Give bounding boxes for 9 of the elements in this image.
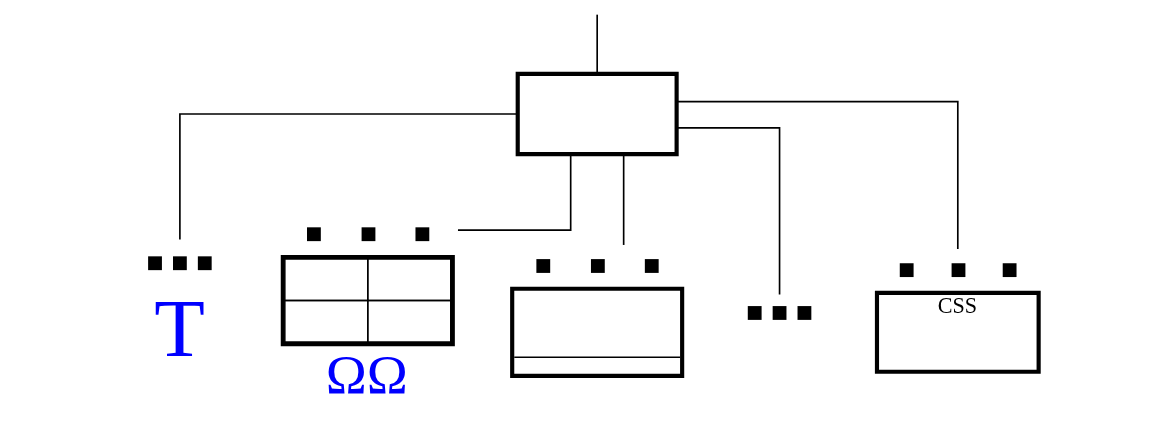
node-label: ΩΩ — [325, 344, 408, 406]
connector — [596, 13, 598, 75]
connector — [179, 113, 519, 241]
connector — [457, 153, 572, 231]
connector — [675, 100, 959, 250]
node-box — [515, 71, 679, 157]
connector — [622, 153, 625, 246]
node-label: T — [154, 281, 205, 374]
connector — [675, 127, 781, 296]
